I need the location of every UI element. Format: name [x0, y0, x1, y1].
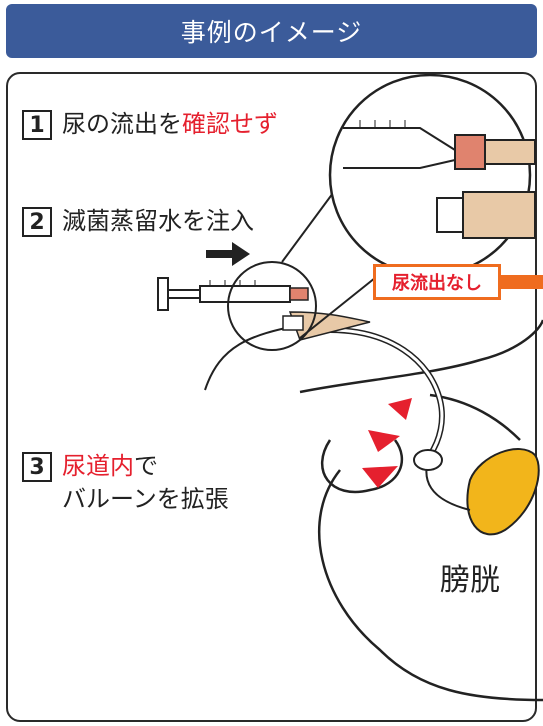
- drain-tube: [204, 324, 301, 391]
- body-outline-lower: [318, 469, 543, 702]
- header-bar: 事例のイメージ: [6, 4, 537, 58]
- organ-outline-right: [429, 393, 521, 441]
- port-zoom: [436, 197, 464, 233]
- inject-arrow: [206, 250, 232, 258]
- syringe-valve: [289, 287, 309, 301]
- step-3-text-red: 尿道内: [62, 452, 134, 480]
- pressure-arrow-2: [368, 430, 400, 452]
- step-3-line2: バルーンを拡張: [62, 485, 229, 513]
- step-1-text-red: 確認せず: [182, 110, 278, 138]
- syringe-plunger: [167, 289, 201, 299]
- step-3-number: 3: [22, 452, 52, 482]
- body-outline-upper: [299, 319, 543, 394]
- badge-label: 尿流出なし: [392, 273, 482, 294]
- syringe-handle: [157, 277, 169, 311]
- pressure-arrow-3: [362, 466, 398, 488]
- step-1-number: 1: [22, 110, 52, 140]
- balloon: [413, 449, 443, 471]
- pressure-arrow-1: [388, 398, 412, 420]
- bladder-label: 膀胱: [440, 563, 500, 598]
- step-1: 1 尿の流出を確認せず: [22, 108, 278, 141]
- syringe-barrel: [199, 285, 291, 303]
- catheter-hub: [288, 311, 371, 341]
- valve-zoom: [454, 134, 486, 170]
- step-2-text: 滅菌蒸留水を注入: [62, 207, 254, 235]
- badge-leader: [500, 275, 543, 289]
- step-2-number: 2: [22, 207, 52, 237]
- no-urine-flow-badge: 尿流出なし: [373, 264, 501, 300]
- magnifier-small: [227, 261, 317, 351]
- magnifier-large: [328, 73, 532, 277]
- header-title: 事例のイメージ: [180, 18, 363, 47]
- organ-outline: [320, 439, 404, 494]
- step-1-text: 尿の流出を: [62, 110, 182, 138]
- step-3: 3 尿道内で バルーンを拡張: [22, 450, 229, 516]
- bladder-shape: [466, 448, 540, 536]
- step-2: 2 滅菌蒸留水を注入: [22, 205, 254, 238]
- step-3-text: で: [134, 452, 158, 480]
